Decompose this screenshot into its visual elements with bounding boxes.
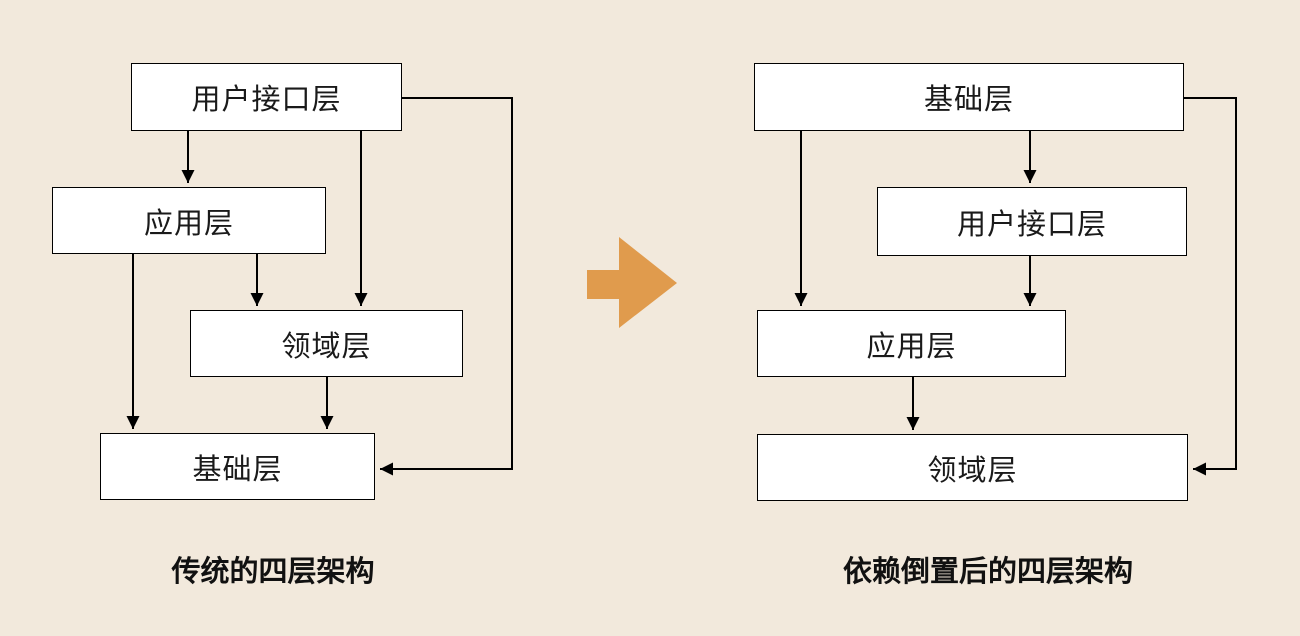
box-label: 应用层 (866, 328, 957, 363)
box-infrastructure-layer-left: 基础层 (100, 433, 375, 500)
box-user-interface-layer-right: 用户接口层 (877, 187, 1187, 256)
box-label: 用户接口层 (191, 82, 342, 116)
caption-inverted-architecture: 依赖倒置后的四层架构 (842, 554, 1133, 588)
box-label: 用户接口层 (956, 206, 1107, 241)
box-label: 基础层 (192, 451, 283, 486)
box-domain-layer-right: 领域层 (757, 434, 1188, 501)
box-label: 领域层 (281, 328, 372, 363)
box-label: 领域层 (927, 452, 1018, 487)
box-infrastructure-layer-right: 基础层 (754, 63, 1184, 131)
arrow-infra-to-domain-elbow-right (1184, 97, 1237, 476)
box-label: 基础层 (923, 82, 1014, 116)
box-application-layer-right: 应用层 (757, 310, 1066, 377)
box-user-interface-layer-left: 用户接口层 (131, 63, 402, 131)
arrow-ui-to-infra-elbow-left (380, 97, 513, 476)
caption-traditional-architecture: 传统的四层架构 (171, 554, 375, 588)
box-application-layer-left: 应用层 (52, 187, 326, 254)
box-domain-layer-left: 领域层 (190, 310, 463, 377)
transform-right-arrow-icon (587, 237, 677, 328)
box-label: 应用层 (143, 205, 234, 240)
